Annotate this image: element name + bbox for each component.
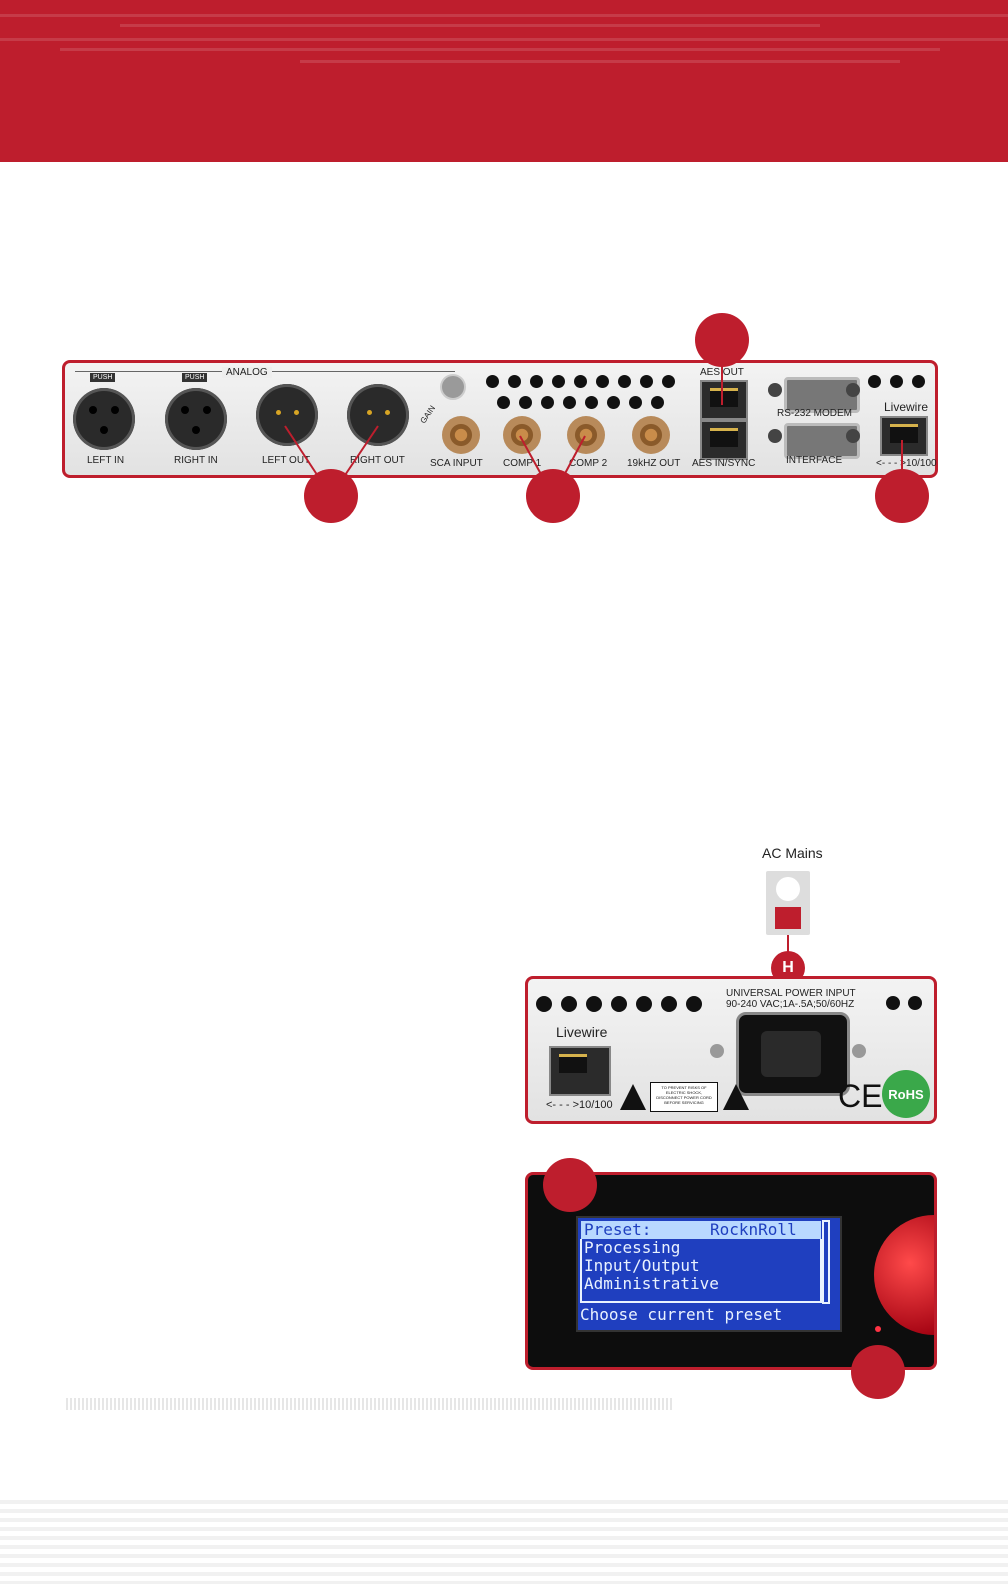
xlr-right-in[interactable] [165, 388, 227, 450]
comp1-label: COMP 1 [503, 458, 542, 469]
right-in-label: RIGHT IN [174, 455, 218, 466]
ce-mark: CE [838, 1078, 883, 1114]
comp2-label: COMP 2 [569, 458, 608, 469]
livewire-port[interactable] [880, 416, 928, 456]
iec-power-inlet[interactable] [736, 1012, 850, 1096]
callout-led [851, 1345, 905, 1399]
screw [852, 1044, 866, 1058]
callout-lcd [543, 1158, 597, 1212]
shock-warning-icon [620, 1084, 646, 1110]
livewire-logo: Livewire [884, 400, 929, 414]
caution-icon [723, 1084, 749, 1110]
power-livewire-port[interactable] [549, 1046, 611, 1096]
footer-bands [0, 1500, 1008, 1584]
xlr-left-out[interactable] [256, 384, 318, 446]
callout-aes [695, 313, 749, 367]
analog-label: ANALOG [222, 367, 272, 378]
callout-composite [526, 469, 580, 523]
header-banner [0, 0, 1008, 162]
power-spec: 90-240 VAC;1A-.5A;50/60HZ [726, 999, 855, 1010]
callout-analog-out [304, 469, 358, 523]
sca-input-label: SCA INPUT [430, 458, 483, 469]
lcd-menu-item[interactable]: Processing [584, 1238, 681, 1257]
ac-mains-label: AC Mains [762, 845, 823, 861]
lcd-highlight [581, 1221, 821, 1239]
rohs-badge: RoHS [882, 1070, 930, 1118]
interface-port[interactable] [784, 423, 860, 459]
lcd-menu-item[interactable]: Administrative [584, 1274, 719, 1293]
warning-text: TO PREVENT RISKS OF ELECTRIC SHOCK, DISC… [656, 1085, 712, 1105]
warning-text-box: TO PREVENT RISKS OF ELECTRIC SHOCK, DISC… [650, 1082, 718, 1112]
screw [768, 383, 782, 397]
right-out-label: RIGHT OUT [350, 455, 405, 466]
19khz-out-label: 19kHZ OUT [627, 458, 681, 469]
lcd-preset-value: RocknRoll [710, 1220, 797, 1239]
left-in-label: LEFT IN [87, 455, 125, 466]
aes-in-port[interactable] [700, 420, 748, 460]
push-tab-left: PUSH [90, 373, 116, 382]
dotted-rule [66, 1398, 672, 1410]
control-knob[interactable] [874, 1215, 934, 1335]
status-led [875, 1326, 881, 1332]
power-ethernet-label: <- - - >10/100 [546, 1099, 613, 1111]
ac-outlet [766, 871, 810, 935]
rohs-label: RoHS [888, 1086, 924, 1102]
rs232-label: RS-232 MODEM [777, 408, 853, 419]
lcd-preset-label: Preset: [584, 1220, 652, 1239]
screw [846, 429, 860, 443]
callout-livewire [875, 469, 929, 523]
left-out-label: LEFT OUT [262, 455, 311, 466]
aes-in-label: AES IN/SYNC [692, 458, 756, 469]
xlr-right-out[interactable] [347, 384, 409, 446]
gain-trim[interactable] [440, 374, 466, 400]
callout-lines [284, 340, 903, 497]
screw [710, 1044, 724, 1058]
bnc-comp1[interactable] [503, 416, 541, 454]
bnc-comp2[interactable] [567, 416, 605, 454]
aes-out-port[interactable] [700, 380, 748, 420]
xlr-left-in[interactable] [73, 388, 135, 450]
screw [846, 383, 860, 397]
lcd-menu-frame [580, 1239, 822, 1303]
livewire-ethernet-label: <- - - >10/100 [876, 458, 937, 469]
lcd-menu-item[interactable]: Input/Output [584, 1256, 700, 1275]
outlet-plug-icon [775, 907, 801, 929]
power-title: UNIVERSAL POWER INPUT [726, 988, 856, 999]
power-livewire-logo: Livewire [556, 1024, 608, 1040]
bnc-sca-input[interactable] [442, 416, 480, 454]
lcd-footer: Choose current preset [580, 1305, 783, 1324]
interface-label: INTERFACE [786, 455, 843, 466]
bnc-19khz-out[interactable] [632, 416, 670, 454]
lcd-scrollbar [822, 1220, 830, 1304]
screw [768, 429, 782, 443]
push-tab-right: PUSH [182, 373, 208, 382]
